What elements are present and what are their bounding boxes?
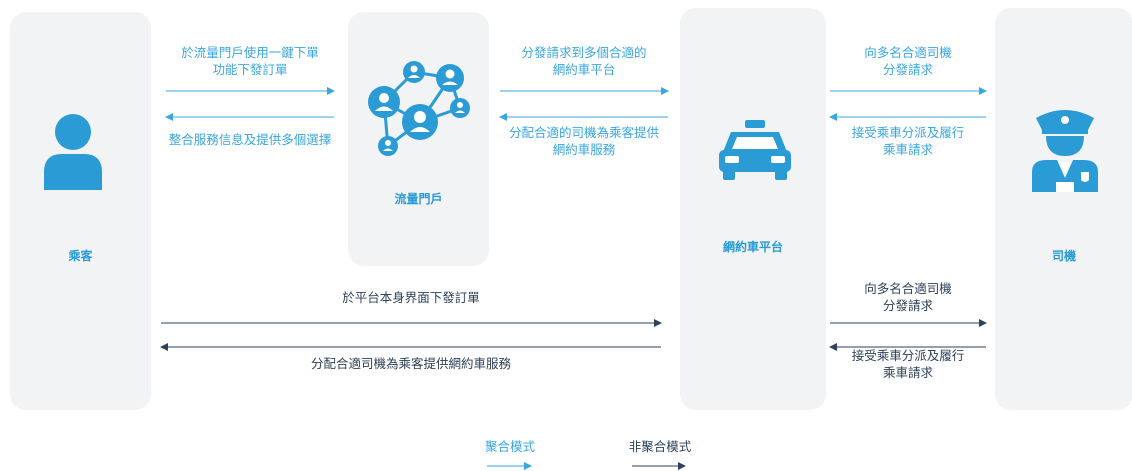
driver-icon bbox=[1032, 110, 1098, 192]
flow-portal-to-platform: 分發請求到多個合適的網約車平台 bbox=[521, 45, 647, 77]
flow-p-to-platform: 於平台本身界面下發訂單 bbox=[342, 290, 480, 305]
flow-p-to-portal: 於流量門戶使用一鍵下單功能下發訂單 bbox=[181, 45, 319, 77]
flow-driver-to-platform-top: 接受乘車分派及履行乘車請求 bbox=[851, 125, 965, 157]
passenger-icon bbox=[44, 114, 102, 190]
network-icon bbox=[368, 61, 470, 156]
flow-driver-to-platform-bottom: 接受乘車分派及履行乘車請求 bbox=[851, 348, 965, 380]
legend-aggregate-label: 聚合模式 bbox=[484, 439, 535, 454]
platform-panel bbox=[680, 8, 826, 410]
flow-platform-to-p: 分配合適司機為乘客提供網約車服務 bbox=[310, 356, 511, 371]
platform-label: 網約車平台 bbox=[722, 240, 783, 254]
flow-platform-to-driver-top: 向多名合適司機分發請求 bbox=[864, 45, 952, 77]
portal-label: 流量門戶 bbox=[394, 192, 443, 206]
driver-panel bbox=[995, 8, 1132, 410]
driver-label: 司機 bbox=[1051, 249, 1076, 263]
passenger-label: 乘客 bbox=[68, 249, 93, 263]
legend-non-aggregate-label: 非聚合模式 bbox=[628, 439, 692, 454]
flow-portal-to-p: 整合服務信息及提供多個選擇 bbox=[168, 132, 332, 147]
taxi-icon bbox=[719, 120, 791, 180]
flow-platform-to-portal: 分配合適的司機為乘客提供網約車服務 bbox=[508, 125, 659, 157]
flow-platform-to-driver-bottom: 向多名合適司機分發請求 bbox=[864, 281, 952, 313]
passenger-panel bbox=[10, 12, 151, 410]
